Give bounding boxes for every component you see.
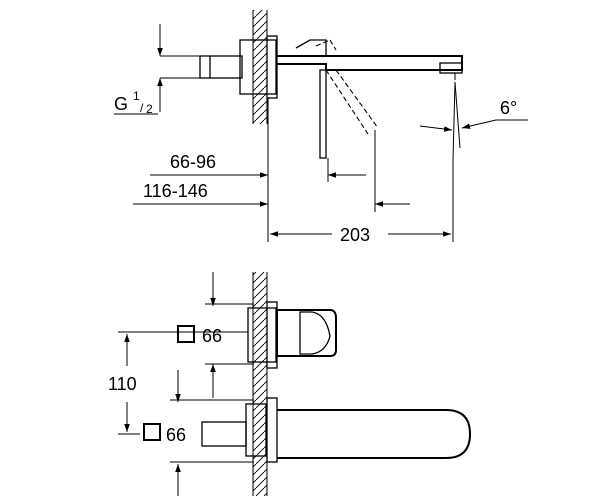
lever-handle: [295, 39, 327, 159]
dimension-66-96: 66-96: [150, 152, 366, 182]
dimension-116-146: 116-146: [133, 130, 410, 212]
thread-dimension: G 1 / 2: [114, 24, 200, 116]
plate-top-label: 66: [202, 326, 222, 346]
angle-dimension: 6°: [419, 81, 528, 161]
thread-size-label: G: [114, 94, 128, 114]
dimension-66-96-label: 66-96: [170, 152, 216, 172]
dimension-203: 203: [267, 98, 454, 245]
front-view: 66 66 110: [108, 272, 472, 496]
square-symbol-icon: [143, 423, 161, 441]
thread-fraction-slash: /: [140, 101, 144, 115]
wall-flange-top: [239, 35, 278, 99]
plate-dimension-top: 66: [177, 272, 254, 398]
wall-hatch-top: [252, 10, 268, 124]
spout-front: [201, 397, 472, 463]
inlet-body: [199, 55, 243, 79]
lever-open-position: [315, 39, 379, 135]
thread-fraction-numerator: 1: [133, 89, 140, 103]
spout-side: [277, 55, 463, 80]
wall-hatch-bottom: [252, 272, 268, 496]
side-view: G 1 / 2 6° 66-96 116-146: [114, 10, 528, 245]
mixer-body-front: [240, 301, 337, 369]
angle-label: 6°: [500, 98, 517, 118]
spacing-label: 110: [108, 374, 137, 394]
spacing-dimension: 110: [108, 331, 240, 435]
square-symbol-icon: [177, 325, 195, 343]
plate-bottom-label: 66: [166, 425, 186, 445]
plate-dimension-bottom: 66: [143, 370, 254, 496]
thread-fraction-denominator: 2: [146, 102, 153, 116]
dimension-116-146-label: 116-146: [143, 181, 208, 201]
dimension-203-label: 203: [340, 225, 370, 245]
